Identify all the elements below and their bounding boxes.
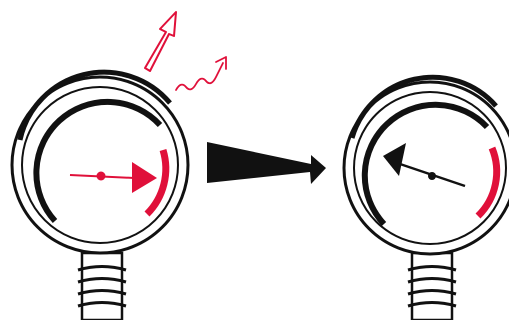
gauge-needle	[383, 143, 466, 188]
gauge-red-zone	[475, 146, 501, 219]
upward-arrow-icon	[144, 11, 177, 72]
gauge-before	[10, 69, 190, 320]
gauge-stem	[77, 251, 127, 320]
wavy-arrow-icon	[175, 56, 227, 91]
gauge-after	[342, 74, 509, 320]
transition-arrow-icon	[207, 142, 326, 184]
gauge-stem	[407, 251, 457, 320]
gauge-scale-arc	[33, 98, 163, 224]
gauge-needle	[69, 162, 157, 193]
gauge-scale-arc	[361, 101, 490, 227]
gauge-red-zone	[144, 148, 170, 217]
